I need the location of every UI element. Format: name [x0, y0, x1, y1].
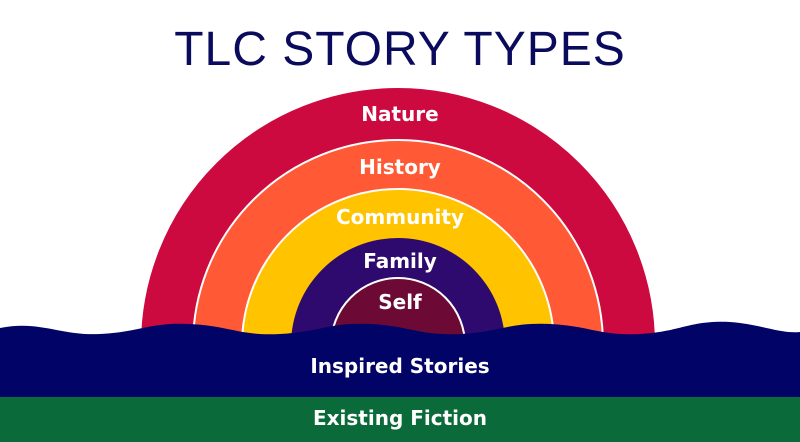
label-nature: Nature [361, 102, 439, 126]
page-title: TLC STORY TYPES [174, 23, 626, 76]
band-existing [0, 397, 800, 442]
label-self: Self [378, 290, 422, 314]
label-inspired-stories: Inspired Stories [310, 354, 490, 378]
label-existing-fiction: Existing Fiction [312, 406, 488, 430]
wave-band-inspired [0, 321, 800, 398]
label-history: History [359, 155, 441, 179]
label-community: Community [335, 205, 465, 229]
label-family: Family [363, 249, 437, 273]
